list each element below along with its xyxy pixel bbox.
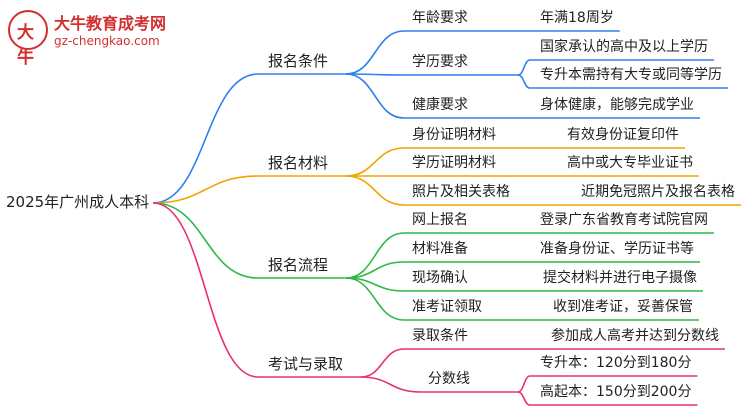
leaf-node: 高中或大专毕业证书 [567, 155, 693, 171]
item-node: 网上报名 [412, 212, 468, 228]
logo-mark: 大牛 [17, 23, 34, 68]
branch-to-item-link [345, 30, 405, 75]
item-node: 年龄要求 [412, 10, 468, 26]
item-node: 录取条件 [412, 328, 468, 344]
logo-url: gz-chengkao.com [54, 34, 160, 48]
leaf-node: 近期免冠照片及报名表格 [581, 184, 735, 200]
root-to-branch-link [153, 73, 259, 204]
item-node: 现场确认 [412, 270, 468, 286]
item-to-leaf-link [517, 375, 531, 393]
root-to-branch-link [153, 202, 259, 279]
branch-to-item-link [361, 376, 421, 393]
item-node: 学历证明材料 [412, 155, 496, 171]
leaf-node: 提交材料并进行电子摄像 [543, 270, 697, 286]
branch-to-item-link [346, 175, 405, 206]
item-node: 照片及相关表格 [412, 184, 510, 200]
item-node: 健康要求 [412, 97, 468, 113]
branch-to-item-link [346, 147, 405, 177]
leaf-node: 有效身份证复印件 [567, 127, 679, 143]
leaf-node: 登录广东省教育考试院官网 [540, 212, 708, 228]
item-node: 材料准备 [412, 241, 468, 257]
branch-to-item-link [360, 348, 405, 378]
branch-node-registration-materials: 报名材料 [268, 154, 329, 172]
leaf-node: 准备身份证、学历证书等 [540, 241, 694, 257]
branch-to-item-link [345, 73, 405, 119]
leaf-node: 专升本：120分到180分 [540, 355, 692, 371]
root-node: 2025年广州成人本科 [6, 193, 150, 211]
item-node: 身份证明材料 [412, 127, 496, 143]
leaf-node: 身体健康，能够完成学业 [540, 97, 694, 113]
item-node: 学历要求 [412, 54, 468, 70]
logo: 大牛 大牛教育成考网 gz-chengkao.com [8, 8, 183, 68]
branch-node-registration-conditions: 报名条件 [268, 52, 329, 70]
item-to-leaf-link [517, 59, 531, 76]
item-to-leaf-link [517, 74, 531, 89]
leaf-node: 高起本：150分到200分 [540, 384, 692, 400]
leaf-node: 国家承认的高中及以上学历 [540, 39, 708, 55]
leaf-node: 年满18周岁 [540, 10, 614, 26]
leaf-node: 参加成人高考并达到分数线 [551, 328, 719, 344]
leaf-node: 专升本需持有大专或同等学历 [540, 67, 722, 83]
branch-to-item-link [345, 277, 405, 321]
logo-name: 大牛教育成考网 [54, 14, 167, 33]
logo-emblem: 大牛 [8, 10, 48, 68]
leaf-node: 收到准考证，妥善保管 [553, 299, 693, 315]
branch-to-item-link [345, 232, 405, 279]
root-to-branch-link [153, 202, 259, 378]
branch-node-registration-process: 报名流程 [268, 256, 329, 274]
item-node: 准考证领取 [412, 299, 482, 315]
branch-node-exam-admission: 考试与录取 [268, 355, 344, 373]
item-node: 分数线 [428, 371, 470, 387]
item-to-leaf-link [517, 391, 531, 406]
root-to-branch-link [153, 175, 259, 204]
